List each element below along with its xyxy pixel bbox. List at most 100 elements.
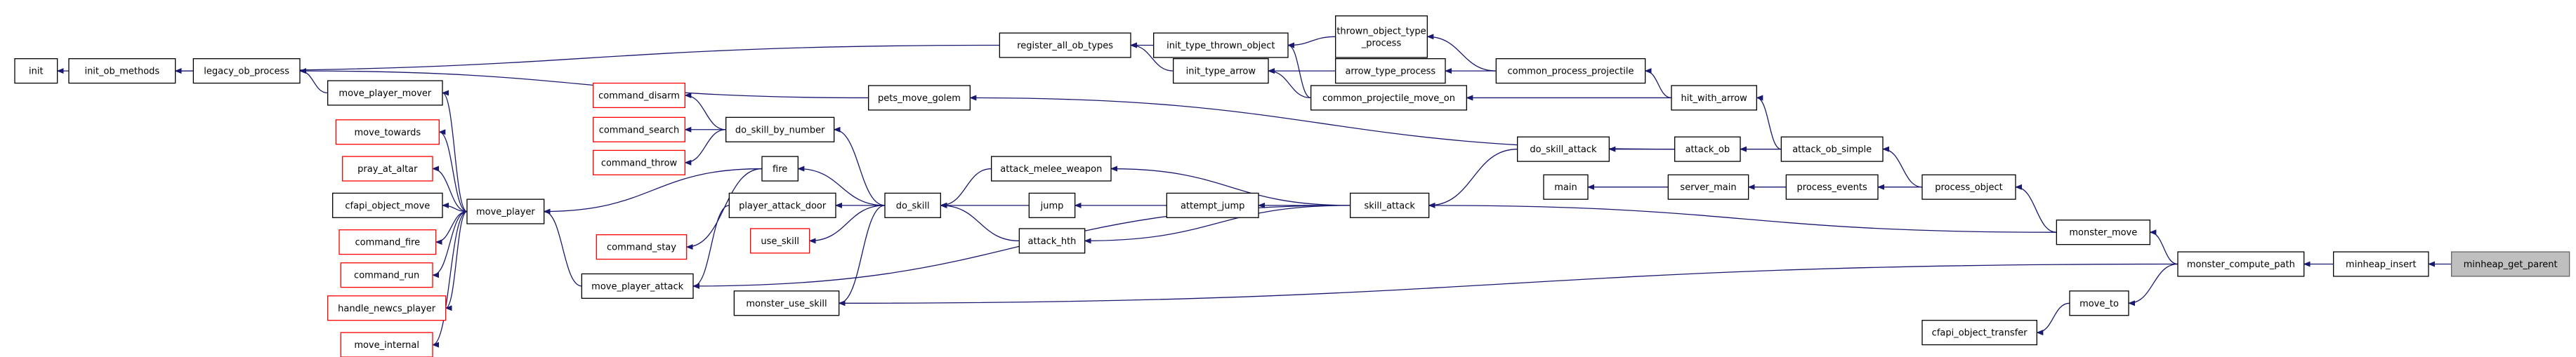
edge-fire-to-move_player bbox=[543, 168, 763, 215]
node-label: main bbox=[1554, 182, 1577, 193]
node-use-skill[interactable]: use_skill bbox=[750, 228, 810, 254]
node-minheap-get-parent[interactable]: minheap_get_parent bbox=[2451, 251, 2570, 277]
node-cfapi-object-move[interactable]: cfapi_object_move bbox=[332, 192, 443, 218]
node-command-throw[interactable]: command_throw bbox=[593, 149, 685, 175]
node-label: player_attack_door bbox=[739, 201, 827, 211]
edge-player_attack_door-to-move_player_attack bbox=[692, 205, 730, 289]
node-hit-with-arrow[interactable]: hit_with_arrow bbox=[1671, 85, 1757, 111]
edge-process_object-to-attack_ob_simple bbox=[1882, 146, 1923, 188]
node-do-skill[interactable]: do_skill bbox=[884, 192, 941, 218]
node-label: command_stay bbox=[607, 243, 676, 253]
node-attack-ob[interactable]: attack_ob bbox=[1674, 136, 1741, 162]
node-label: do_skill_by_number bbox=[735, 125, 825, 135]
edge-common_process_projectile-to-thrown_object_type_process bbox=[1426, 34, 1497, 72]
node-label: attempt_jump bbox=[1181, 201, 1244, 211]
node-label: command_throw bbox=[601, 158, 678, 168]
node-label: common_process_projectile bbox=[1508, 67, 1634, 77]
node-jump[interactable]: jump bbox=[1028, 192, 1076, 218]
edge-common_projectile_move_on-to-init_type_arrow bbox=[1268, 68, 1311, 99]
edge-monster_move-to-process_object bbox=[2015, 184, 2057, 233]
node-move-player-mover[interactable]: move_player_mover bbox=[327, 80, 443, 106]
node-move-player[interactable]: move_player bbox=[466, 198, 545, 224]
edge-move_player-to-handle_newcs_player bbox=[445, 210, 468, 311]
edge-register_all_ob_types-to-init_ob_methods bbox=[174, 44, 1000, 74]
node-command-run[interactable]: command_run bbox=[340, 262, 433, 288]
node-label: hit_with_arrow bbox=[1681, 93, 1748, 104]
node-register-all-ob-types[interactable]: register_all_ob_types bbox=[999, 32, 1131, 58]
node-legacy-ob-process[interactable]: legacy_ob_process bbox=[192, 58, 301, 84]
node-thrown-object-type-process[interactable]: thrown_object_type _process bbox=[1335, 15, 1428, 58]
node-attempt-jump[interactable]: attempt_jump bbox=[1166, 192, 1259, 218]
node-pray-at-altar[interactable]: pray_at_altar bbox=[342, 156, 433, 182]
node-command-disarm[interactable]: command_disarm bbox=[593, 82, 685, 109]
node-handle-newcs-player[interactable]: handle_newcs_player bbox=[327, 295, 447, 321]
node-attack-ob-simple[interactable]: attack_ob_simple bbox=[1780, 136, 1884, 162]
node-move-player-attack[interactable]: move_player_attack bbox=[581, 273, 694, 299]
node-fire[interactable]: fire bbox=[761, 156, 799, 182]
node-move-towards[interactable]: move_towards bbox=[335, 119, 440, 145]
edge-do_skill-to-use_skill bbox=[808, 205, 886, 244]
edge-attack_melee_weapon-to-do_skill bbox=[940, 168, 992, 208]
edge-move_player_mover-to-legacy_ob_process bbox=[299, 68, 328, 94]
node-command-fire[interactable]: command_fire bbox=[339, 229, 437, 255]
node-monster-use-skill[interactable]: monster_use_skill bbox=[733, 290, 840, 316]
node-cfapi-object-transfer[interactable]: cfapi_object_transfer bbox=[1921, 320, 2037, 346]
node-label: move_internal bbox=[354, 340, 419, 351]
node-label: do_skill_attack bbox=[1530, 144, 1597, 155]
node-init-type-arrow[interactable]: init_type_arrow bbox=[1173, 58, 1269, 84]
edge-attack_hth-to-do_skill bbox=[940, 202, 1020, 242]
node-minheap-insert[interactable]: minheap_insert bbox=[2333, 251, 2429, 277]
node-move-internal[interactable]: move_internal bbox=[340, 332, 433, 357]
edge-monster_move-to-skill_attack bbox=[1428, 202, 2057, 233]
node-label: register_all_ob_types bbox=[1017, 41, 1113, 51]
node-command-stay[interactable]: command_stay bbox=[596, 234, 688, 260]
nodes: init init_ob_methods legacy_ob_process regi… bbox=[14, 15, 2570, 357]
node-process-object[interactable]: process_object bbox=[1921, 174, 2016, 200]
node-process-events[interactable]: process_events bbox=[1785, 174, 1879, 200]
node-do-skill-by-number[interactable]: do_skill_by_number bbox=[725, 116, 835, 142]
node-label: monster_use_skill bbox=[746, 299, 827, 309]
node-init-ob-methods[interactable]: init_ob_methods bbox=[68, 58, 176, 84]
edge-attack_ob_simple-to-hit_with_arrow bbox=[1756, 95, 1782, 150]
node-label: process_events bbox=[1797, 182, 1867, 193]
node-label: attack_ob_simple bbox=[1792, 144, 1872, 155]
node-label: _process bbox=[1361, 38, 1402, 48]
node-attack-hth[interactable]: attack_hth bbox=[1018, 228, 1086, 254]
node-player-attack-door[interactable]: player_attack_door bbox=[728, 192, 836, 218]
node-common-process-projectile[interactable]: common_process_projectile bbox=[1495, 58, 1646, 84]
edge-monster_compute_path-to-move_to bbox=[2128, 263, 2179, 307]
node-skill-attack[interactable]: skill_attack bbox=[1350, 192, 1430, 218]
node-arrow-type-process[interactable]: arrow_type_process bbox=[1335, 58, 1446, 84]
node-pets-move-golem[interactable]: pets_move_golem bbox=[868, 85, 971, 111]
node-common-projectile-move-on[interactable]: common_projectile_move_on bbox=[1310, 85, 1467, 111]
node-monster-compute-path[interactable]: monster_compute_path bbox=[2177, 251, 2305, 277]
edge-move_player-to-command_run bbox=[432, 210, 468, 278]
edge-move_to-to-cfapi_object_transfer bbox=[2036, 302, 2070, 336]
node-main[interactable]: main bbox=[1543, 174, 1589, 200]
edge-move_player-to-move_towards bbox=[438, 129, 468, 213]
edge-skill_attack-to-attack_hth bbox=[1084, 205, 1351, 244]
node-do-skill-attack[interactable]: do_skill_attack bbox=[1517, 136, 1610, 162]
node-server-main[interactable]: server_main bbox=[1667, 174, 1749, 200]
edge-monster_compute_path-to-monster_move bbox=[2149, 229, 2179, 265]
edges bbox=[56, 34, 2452, 348]
edge-do_skill-to-monster_use_skill bbox=[838, 205, 886, 307]
node-label: move_to bbox=[2079, 299, 2119, 309]
node-label: move_towards bbox=[355, 128, 421, 138]
node-move-to[interactable]: move_to bbox=[2069, 290, 2129, 316]
node-label: common_projectile_move_on bbox=[1322, 93, 1455, 104]
node-init-type-thrown-object[interactable]: init_type_thrown_object bbox=[1153, 32, 1289, 58]
node-label: monster_move bbox=[2069, 228, 2137, 238]
edge-monster_compute_path-to-monster_use_skill bbox=[838, 263, 2179, 307]
edge-do_skill_by_number-to-command_throw bbox=[684, 129, 726, 166]
node-label: thrown_object_type bbox=[1336, 26, 1426, 36]
node-label: command_run bbox=[354, 271, 419, 281]
node-command-search[interactable]: command_search bbox=[593, 116, 685, 142]
node-monster-move[interactable]: monster_move bbox=[2056, 220, 2150, 245]
node-attack-melee-weapon[interactable]: attack_melee_weapon bbox=[991, 156, 1112, 182]
node-label: minheap_get_parent bbox=[2464, 260, 2558, 270]
node-label: minheap_insert bbox=[2346, 260, 2417, 270]
node-label: pray_at_altar bbox=[357, 164, 418, 175]
node-init[interactable]: init bbox=[14, 58, 58, 84]
